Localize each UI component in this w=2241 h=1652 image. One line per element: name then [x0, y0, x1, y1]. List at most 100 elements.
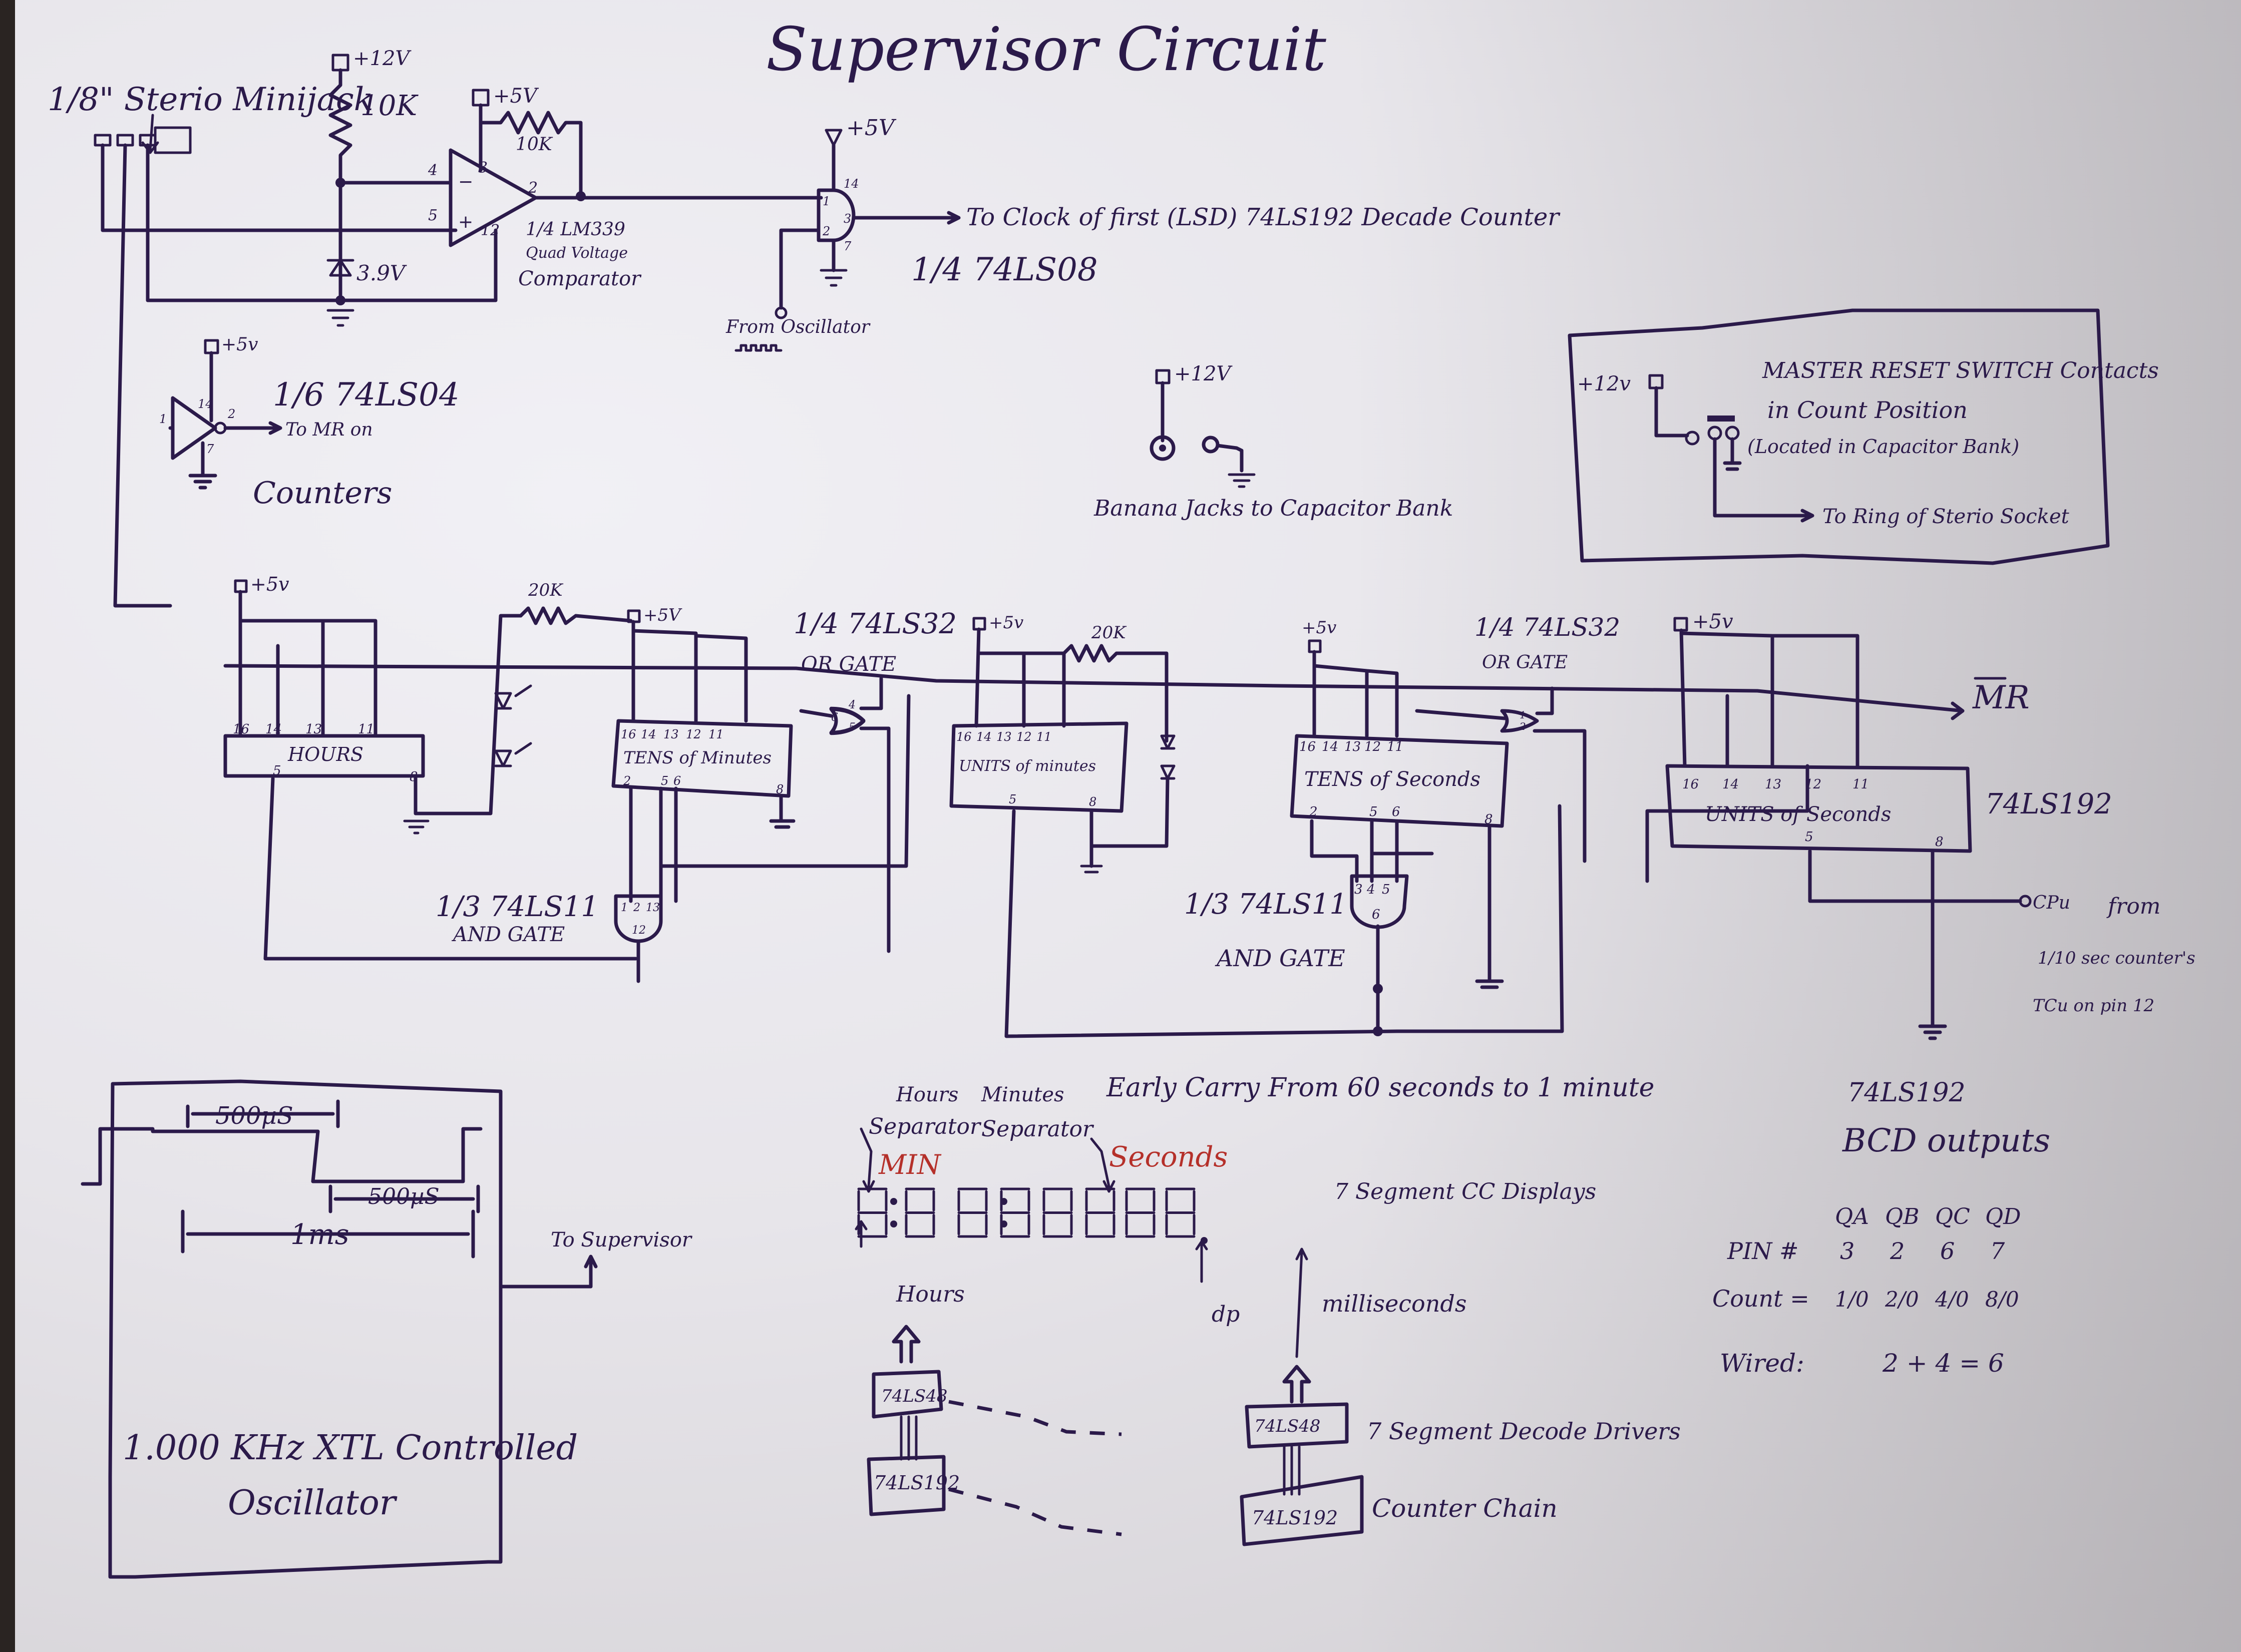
arrow-icon — [852, 211, 961, 225]
decoder-chip-label: 74LS48 — [881, 1386, 947, 1406]
seconds-label: Seconds — [1109, 1141, 1228, 1173]
resistor-icon — [519, 606, 633, 625]
dimension-arrow-icon — [186, 1099, 340, 1128]
pin-label: 5 — [661, 774, 668, 788]
counter-name: HOURS — [287, 743, 363, 765]
counter-chain-label: Counter Chain — [1372, 1494, 1558, 1523]
pin-label: 1 — [823, 194, 830, 208]
pin-label: 7 — [206, 442, 214, 456]
input-section: 1/8" Sterio Minijack +12V 10K 3.9V − + 4… — [48, 47, 1561, 608]
supply-terminal-icon — [1673, 617, 1688, 632]
seven-segment-digit — [1085, 1187, 1115, 1238]
pin-label: 2 — [1519, 720, 1526, 732]
oscillator-input-label: From Oscillator — [725, 317, 871, 337]
or-gate-icon — [1500, 709, 1539, 733]
pin-label: 11 — [1387, 739, 1403, 754]
seven-segment-digit — [1125, 1187, 1156, 1238]
master-reset-location: (Located in Capacitor Bank) — [1747, 436, 2019, 458]
resistor-icon — [479, 103, 583, 197]
square-wave-icon — [734, 344, 783, 352]
input-terminal-icon — [2019, 895, 2032, 908]
bcd-cell: 1/0 — [1835, 1287, 1869, 1312]
or-gate-label: OR GATE — [801, 653, 896, 676]
seven-segment-digit — [957, 1187, 988, 1238]
bcd-cell: 2/0 — [1885, 1287, 1919, 1312]
page-title: Supervisor Circuit — [766, 15, 1327, 85]
pin-label: 1 — [1520, 709, 1526, 721]
pin-label: 5 — [1369, 804, 1378, 819]
led-icon — [1160, 734, 1176, 780]
feedback-resistor-label: 10K — [516, 134, 553, 155]
counter-pins: 16 14 13 12 11 5 8 — [1682, 777, 1944, 850]
bcd-row-label: PIN # — [1727, 1237, 1799, 1265]
seven-segment-digit — [1165, 1187, 1196, 1238]
pin-label: 11 — [708, 727, 724, 741]
pin-label: 14 — [844, 177, 859, 191]
ground-icon — [1918, 1024, 1947, 1040]
pin-label: 5 — [849, 721, 856, 734]
seven-segment-digit — [1000, 1187, 1030, 1238]
ground-icon — [326, 309, 354, 327]
separator-dot — [1000, 1220, 1007, 1227]
supply-terminal-icon — [1155, 369, 1171, 384]
pin-label: 11 — [1852, 777, 1869, 792]
ground-icon — [1228, 473, 1256, 488]
comparator-desc: Quad Voltage — [526, 244, 628, 262]
pin-label: 6 — [831, 711, 838, 724]
counter-chain: MR HOURS +5v 16 14 13 11 5 8 20K TENS of… — [223, 573, 2195, 1103]
seven-segment-digit — [857, 1187, 888, 1238]
pin-label: 8 — [776, 782, 784, 796]
bcd-cell: 7 — [1990, 1237, 2005, 1265]
ground-icon — [1723, 437, 1742, 471]
arrow-icon — [168, 421, 282, 435]
wired-value: 2 + 4 = 6 — [1882, 1349, 2004, 1378]
cpu-note: TCu on pin 12 — [2033, 996, 2154, 1016]
comparator-desc: Comparator — [518, 267, 642, 290]
arrow-icon — [499, 1255, 598, 1289]
pin-label: 8 — [1484, 812, 1493, 827]
square-wave-icon — [81, 1127, 483, 1186]
master-reset-output: To Ring of Sterio Socket — [1822, 505, 2070, 528]
and-gate-part-label: 1/3 74LS11 — [1184, 888, 1347, 921]
pin-label: 16 — [1299, 739, 1316, 754]
pin-label: 5 — [1009, 792, 1016, 806]
pin-label: 4 — [1366, 882, 1375, 897]
and-part-label: 1/4 74LS08 — [911, 251, 1098, 288]
pin-label: 7 — [844, 239, 852, 253]
bcd-table: 74LS192 BCD outputs QA QB QC QD PIN # 3 … — [1712, 1078, 2050, 1378]
dimension-arrow-icon — [181, 1209, 475, 1259]
pin-label: 13 — [1344, 739, 1361, 754]
switch-actuator-icon — [1707, 416, 1735, 422]
separator-dot — [890, 1220, 897, 1227]
decoder-chip-left — [872, 1370, 943, 1419]
minutes-separator-label: Separator — [981, 1116, 1094, 1142]
pin-label: 12 — [1016, 730, 1032, 744]
supply-terminal-icon — [331, 54, 349, 72]
hours-separator-label: Hours — [896, 1083, 958, 1106]
counter-name: TENS of Minutes — [623, 748, 772, 768]
pin-label: 2 — [528, 179, 538, 197]
supply-terminal-icon — [472, 89, 490, 107]
counter-pins: 16 14 13 12 11 5 8 — [956, 730, 1096, 809]
cpu-label: CPu — [2033, 893, 2070, 913]
arrow-icon — [860, 1127, 875, 1193]
banana-jacks-label: Banana Jacks to Capacitor Bank — [1093, 496, 1453, 521]
pin-label: 14 — [1722, 777, 1739, 792]
minijack-icon — [94, 126, 192, 154]
bcd-header: QC — [1935, 1204, 1970, 1229]
master-reset-subtitle: in Count Position — [1767, 396, 1968, 424]
period-label: 1ms — [290, 1218, 349, 1251]
ground-icon — [188, 441, 217, 490]
counter-pins: 16 14 13 12 11 2 5 6 8 — [1299, 739, 1493, 827]
resistor-icon — [1062, 644, 1169, 743]
pin-label: 12 — [1364, 739, 1381, 754]
bcd-header: QB — [1885, 1204, 1919, 1229]
counter-units-seconds — [1665, 764, 1972, 853]
counter-chip-label: 74LS192 — [874, 1472, 960, 1494]
counter-name: TENS of Seconds — [1304, 768, 1480, 791]
pin-label: 13 — [305, 722, 322, 737]
pin-label: 13 — [996, 730, 1012, 744]
counter-name: UNITS of minutes — [959, 757, 1096, 775]
zener-label: 3.9V — [356, 261, 407, 285]
hours-label: Hours — [896, 1282, 965, 1307]
